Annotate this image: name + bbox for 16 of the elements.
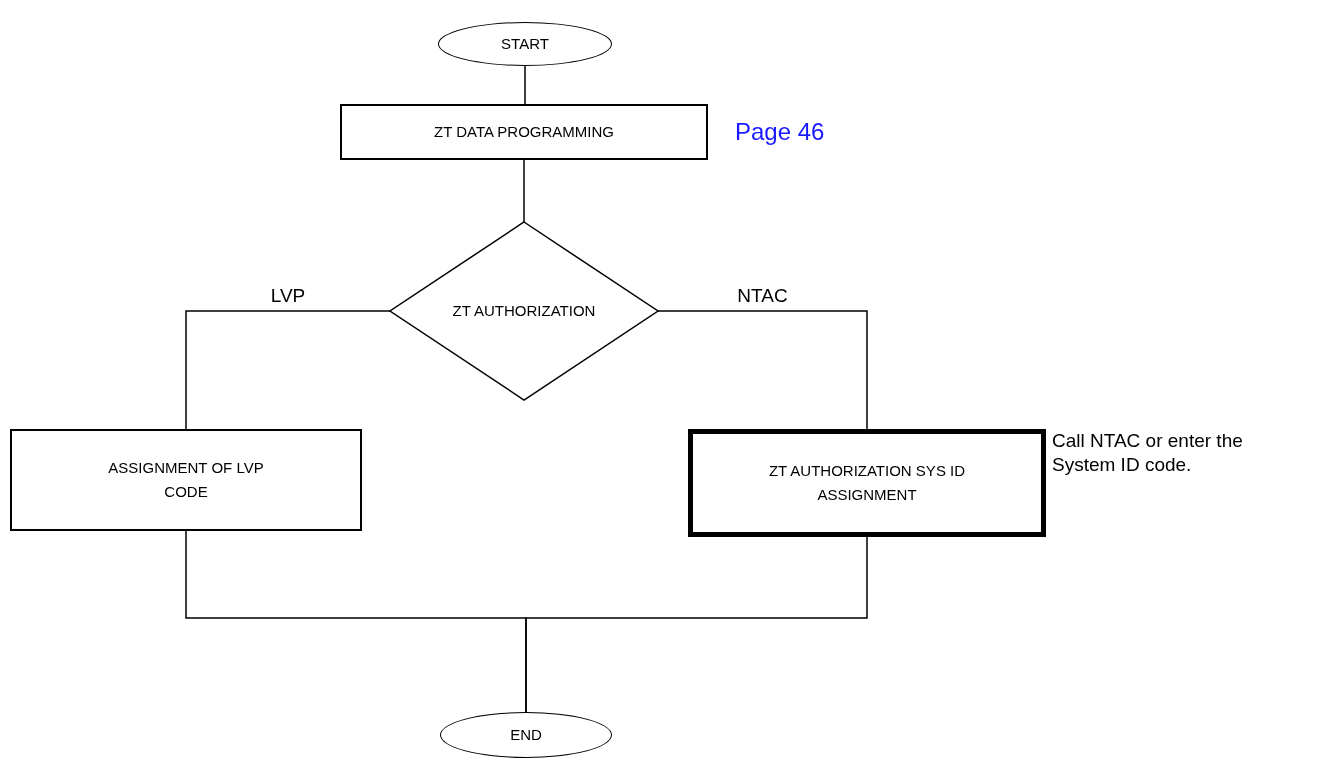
- page-reference: Page 46: [735, 118, 825, 146]
- node-text: END: [510, 725, 542, 745]
- node-text: ASSIGNMENT OF LVP CODE: [107, 458, 265, 502]
- node-text: ZT AUTHORIZATION: [452, 301, 596, 321]
- node-text: ZT AUTHORIZATION SYS ID ASSIGNMENT: [767, 461, 967, 505]
- process-box: [688, 429, 1046, 537]
- connector-line: [525, 536, 868, 713]
- note-text: Call NTAC or enter the System ID code.: [1052, 429, 1244, 477]
- connector-line: [657, 310, 868, 430]
- connector-line: [185, 310, 391, 430]
- connector-line: [524, 65, 526, 105]
- node-text: ZT DATA PROGRAMMING: [434, 122, 614, 142]
- connector-line: [523, 159, 525, 223]
- node-text: START: [501, 34, 549, 54]
- process-box: [340, 104, 708, 160]
- process-box: [10, 429, 362, 531]
